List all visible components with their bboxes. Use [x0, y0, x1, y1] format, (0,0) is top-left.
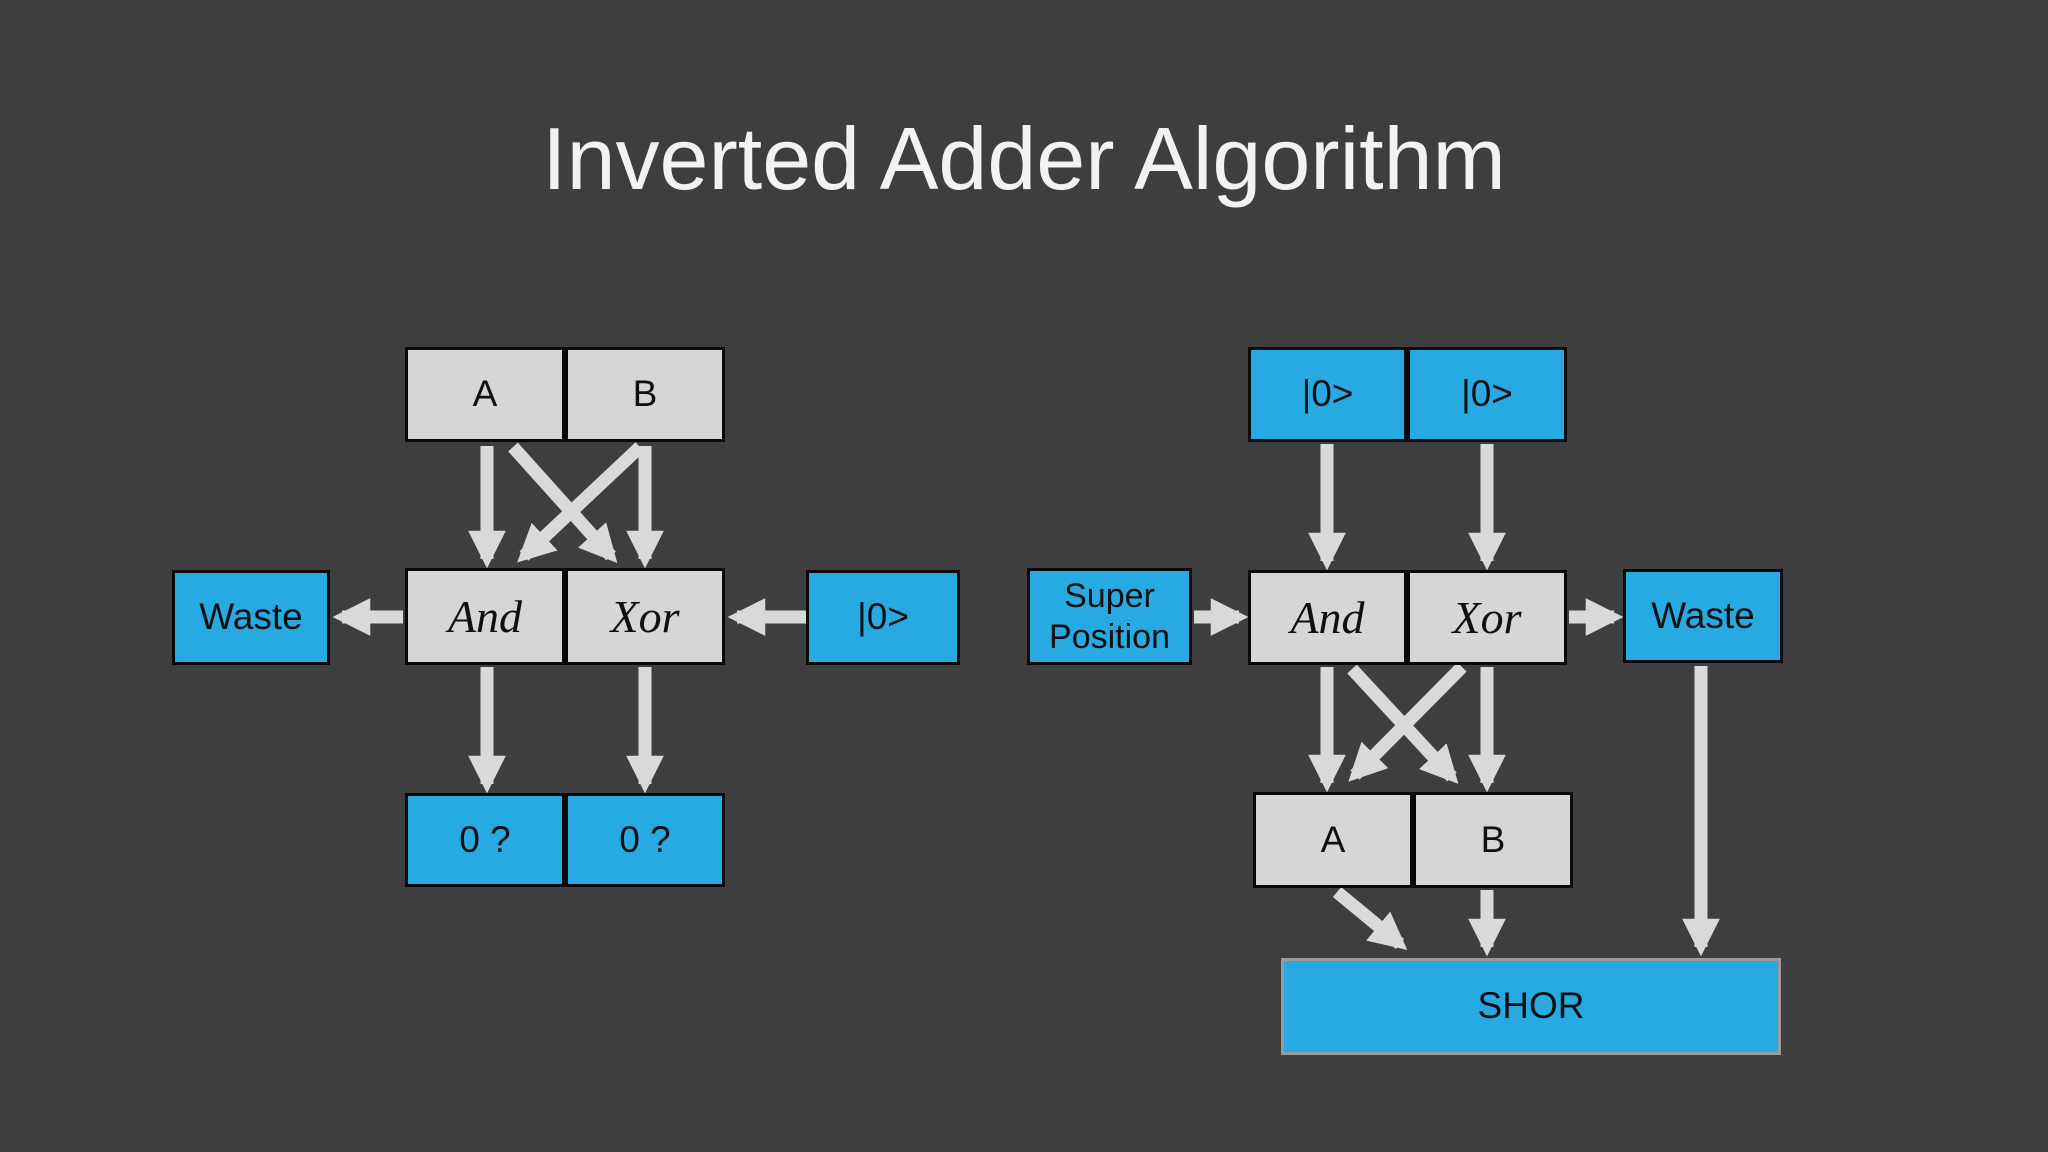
left-input-b-box: B — [565, 347, 725, 442]
right-zero-ket-left-box: |0> — [1248, 347, 1407, 442]
left-output-zero-b-box: 0 ? — [565, 793, 725, 887]
left-and-gate-box: And — [405, 568, 565, 665]
left-output-zero-a-box: 0 ? — [405, 793, 565, 887]
right-zero-ket-right-box: |0> — [1407, 347, 1567, 442]
right-waste-box: Waste — [1623, 569, 1783, 663]
slide-title: Inverted Adder Algorithm — [542, 109, 1506, 208]
left-zero-ket-box: |0> — [806, 570, 960, 665]
left-xor-gate-box: Xor — [565, 568, 725, 665]
right-and-gate-box: And — [1248, 570, 1407, 665]
right-output-b-box: B — [1413, 792, 1573, 888]
shor-box: SHOR — [1281, 958, 1781, 1055]
right-xor-gate-box: Xor — [1407, 570, 1567, 665]
right-output-a-box: A — [1253, 792, 1413, 888]
left-input-a-box: A — [405, 347, 565, 442]
right-super-position-box: Super Position — [1027, 568, 1192, 665]
left-waste-box: Waste — [172, 570, 330, 665]
